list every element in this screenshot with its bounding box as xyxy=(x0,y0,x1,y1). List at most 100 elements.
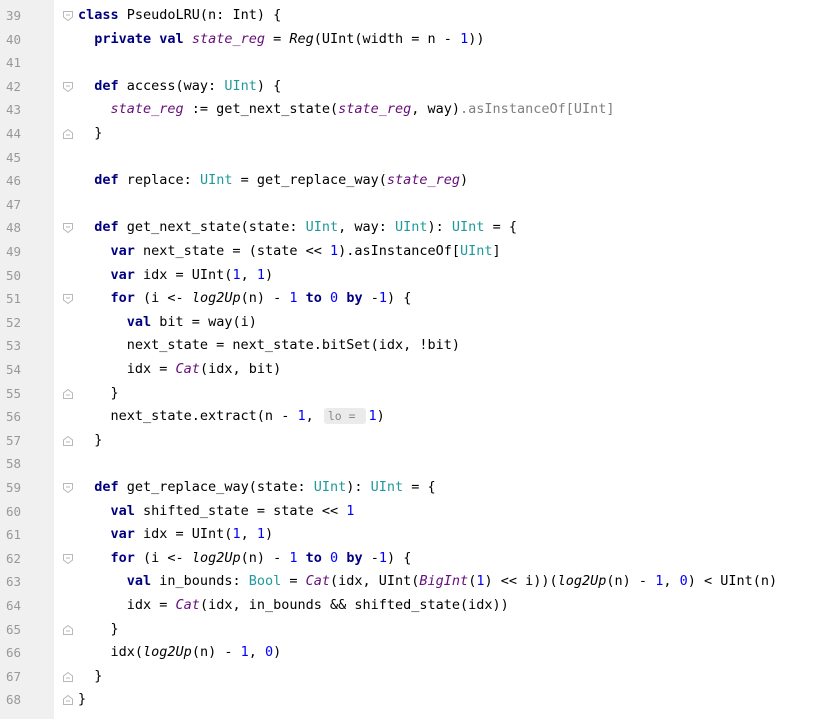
fold-open-icon[interactable] xyxy=(62,10,74,22)
fold-open-icon[interactable] xyxy=(62,293,74,305)
fold-open-icon[interactable] xyxy=(62,81,74,93)
code-token: var xyxy=(110,266,144,283)
code-token: (i <- xyxy=(143,549,192,566)
code-line[interactable]: 57 } xyxy=(0,429,838,453)
code-token: ) << i))( xyxy=(484,573,558,590)
fold-close-icon[interactable] xyxy=(62,435,74,447)
code-token: UInt xyxy=(313,479,347,495)
code-line[interactable]: 66 idx(log2Up(n) - 1, 0) xyxy=(0,641,838,665)
code-token: def xyxy=(94,219,127,236)
code-token xyxy=(78,479,94,495)
fold-open-icon[interactable] xyxy=(62,553,74,565)
code-line[interactable]: 45 xyxy=(0,146,838,170)
code-token: ): xyxy=(346,479,371,495)
code-token: 1 xyxy=(460,30,469,47)
code-line[interactable]: 54 idx = Cat(idx, bit) xyxy=(0,358,838,382)
code-token: replace: xyxy=(126,172,200,189)
code-line[interactable]: 48 def get_next_state(state: UInt, way: … xyxy=(0,216,838,240)
code-token: next_state = (state << xyxy=(143,243,330,259)
code-token: ) xyxy=(264,266,274,283)
line-number: 45 xyxy=(6,149,22,165)
code-token: } xyxy=(78,667,103,684)
code-token: Bool xyxy=(248,573,282,590)
code-line[interactable]: 55 } xyxy=(0,382,838,406)
code-token: class xyxy=(78,7,127,23)
fold-close-icon[interactable] xyxy=(62,624,74,636)
code-line[interactable]: 50 var idx = UInt(1, 1) xyxy=(0,264,838,288)
code-token: val xyxy=(110,502,144,519)
code-line[interactable]: 68} xyxy=(0,688,838,712)
code-line[interactable]: 59 def get_replace_way(state: UInt): UIn… xyxy=(0,476,838,500)
code-line[interactable]: 60 val shifted_state = state << 1 xyxy=(0,500,838,524)
code-token: ) { xyxy=(387,549,412,566)
fold-close-icon[interactable] xyxy=(62,694,74,706)
code-token xyxy=(78,290,111,306)
code-token: , xyxy=(248,644,265,661)
code-line[interactable]: 64 idx = Cat(idx, in_bounds && shifted_s… xyxy=(0,594,838,618)
code-token: , xyxy=(240,526,257,543)
code-token: 1 xyxy=(256,526,265,543)
code-line[interactable]: 56 next_state.extract(n - 1, lo = 1) xyxy=(0,405,838,429)
code-token xyxy=(78,526,111,542)
code-line[interactable]: 42 def access(way: UInt) { xyxy=(0,75,838,99)
code-text: } xyxy=(78,688,86,712)
code-token: 1 xyxy=(256,266,265,283)
code-line[interactable]: 58 xyxy=(0,452,838,476)
code-token: (i <- xyxy=(143,290,192,307)
code-token: get_next_state(state: xyxy=(126,219,306,236)
code-token: ).asInstanceOf[ xyxy=(338,243,461,259)
line-number: 42 xyxy=(6,78,22,94)
code-token: def xyxy=(94,172,127,189)
code-line[interactable]: 41 xyxy=(0,51,838,75)
fold-close-icon[interactable] xyxy=(62,671,74,683)
code-line[interactable]: 61 var idx = UInt(1, 1) xyxy=(0,523,838,547)
code-token: 1 xyxy=(655,573,664,590)
code-line[interactable]: 40 private val state_reg = Reg(UInt(widt… xyxy=(0,28,838,52)
line-number: 39 xyxy=(6,8,22,23)
code-line[interactable]: 52 val bit = way(i) xyxy=(0,311,838,335)
code-token: ) xyxy=(264,526,274,543)
code-text: private val state_reg = Reg(UInt(width =… xyxy=(78,28,484,52)
code-token xyxy=(298,550,306,566)
code-line[interactable]: 62 for (i <- log2Up(n) - 1 to 0 by -1) { xyxy=(0,547,838,571)
code-text: } xyxy=(78,382,119,406)
code-token: 1 xyxy=(232,526,241,543)
code-token xyxy=(298,290,306,306)
code-token: , xyxy=(305,408,322,425)
code-token: ] xyxy=(492,243,501,259)
code-token xyxy=(78,550,111,566)
code-line[interactable]: 47 xyxy=(0,193,838,217)
fold-open-icon[interactable] xyxy=(62,222,74,234)
code-token: in_bounds: xyxy=(159,573,249,590)
code-token: = { xyxy=(403,479,436,495)
code-token: def xyxy=(94,77,127,94)
code-token: by xyxy=(346,290,371,307)
code-line[interactable]: 63 val in_bounds: Bool = Cat(idx, UInt(B… xyxy=(0,570,838,594)
code-line[interactable]: 65 } xyxy=(0,618,838,642)
code-line[interactable]: 44 } xyxy=(0,122,838,146)
code-line[interactable]: 67 } xyxy=(0,665,838,689)
fold-close-icon[interactable] xyxy=(62,388,74,400)
code-line[interactable]: 53 next_state = next_state.bitSet(idx, !… xyxy=(0,334,838,358)
code-token: log2Up xyxy=(191,549,241,566)
code-token: , xyxy=(240,266,257,283)
code-line[interactable]: 43 state_reg := get_next_state(state_reg… xyxy=(0,98,838,122)
code-line[interactable]: 51 for (i <- log2Up(n) - 1 to 0 by -1) { xyxy=(0,287,838,311)
code-line[interactable]: 46 def replace: UInt = get_replace_way(s… xyxy=(0,169,838,193)
code-text: } xyxy=(78,665,102,689)
code-token: } xyxy=(78,125,103,141)
code-token: idx = xyxy=(78,597,176,613)
code-token: var xyxy=(110,526,144,543)
code-line[interactable]: 49 var next_state = (state << 1).asInsta… xyxy=(0,240,838,264)
code-token: for xyxy=(110,290,144,307)
code-text: for (i <- log2Up(n) - 1 to 0 by -1) { xyxy=(78,287,412,311)
code-token: UInt xyxy=(395,219,428,236)
fold-close-icon[interactable] xyxy=(62,128,74,140)
fold-open-icon[interactable] xyxy=(62,482,74,494)
code-token: to xyxy=(305,290,331,307)
code-token: ( xyxy=(468,573,477,590)
code-token: Cat xyxy=(175,361,200,377)
code-token: 1 xyxy=(232,266,241,283)
